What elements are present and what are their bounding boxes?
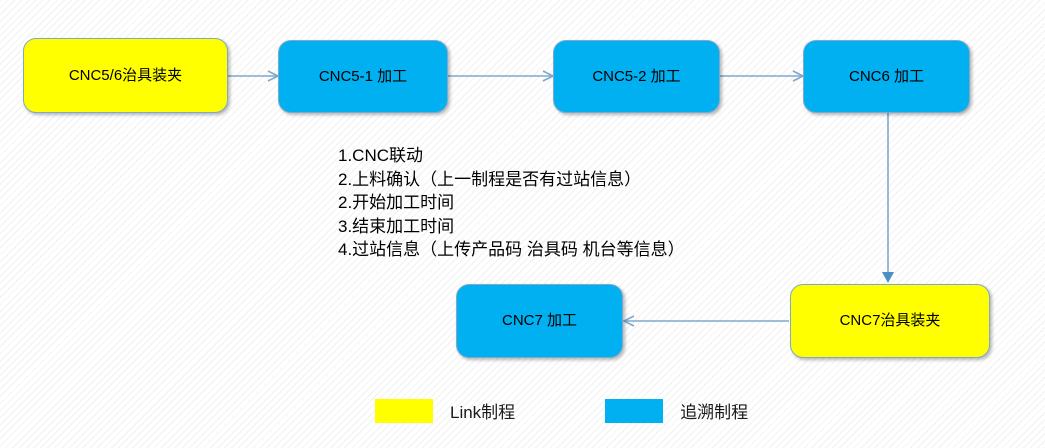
note-line-4: 3.结束加工时间 xyxy=(338,216,455,236)
edge-cnc5-1-to-cnc5-2 xyxy=(448,70,555,82)
note-line-2: 2.上料确认（上一制程是否有过站信息） xyxy=(338,169,642,189)
node-label: CNC7治具装夹 xyxy=(839,312,941,329)
legend: Link制程 追溯制程 xyxy=(375,398,748,423)
node-cnc6[interactable]: CNC6 加工 xyxy=(803,40,970,113)
edge-cnc6-to-fixture7 xyxy=(882,113,894,283)
node-label: CNC5-2 加工 xyxy=(592,67,681,85)
note-line-1: 1.CNC联动 xyxy=(338,146,424,165)
legend-label-trace: 追溯制程 xyxy=(680,403,749,422)
note-line-3: 2.开始加工时间 xyxy=(338,193,455,212)
node-cnc56-fixture[interactable]: CNC5/6治具装夹 xyxy=(23,38,228,113)
node-cnc5-1[interactable]: CNC5-1 加工 xyxy=(278,40,448,113)
legend-swatch-link xyxy=(375,398,433,423)
note-line-5: 4.过站信息（上传产品码 治具码 机台等信息） xyxy=(338,240,685,259)
node-cnc5-2[interactable]: CNC5-2 加工 xyxy=(553,40,720,113)
node-label: CNC5-1 加工 xyxy=(318,67,408,85)
edge-cnc5-2-to-cnc6 xyxy=(720,70,805,82)
node-label: CNC6 加工 xyxy=(848,67,924,85)
edge-fixture7-to-cnc7 xyxy=(622,315,789,327)
node-cnc7-fixture[interactable]: CNC7治具装夹 xyxy=(790,284,990,358)
legend-item-trace: 追溯制程 xyxy=(605,398,748,423)
process-notes-list: 1.CNC联动 2.上料确认（上一制程是否有过站信息） 2.开始加工时间 3.结… xyxy=(338,144,685,262)
node-label: CNC7 加工 xyxy=(501,312,577,329)
edge-fixture56-to-cnc5-1 xyxy=(228,70,280,82)
legend-swatch-trace xyxy=(605,398,664,423)
node-cnc7[interactable]: CNC7 加工 xyxy=(456,284,623,358)
legend-label-link: Link制程 xyxy=(450,403,516,422)
legend-item-link: Link制程 xyxy=(375,398,515,423)
node-label: CNC5/6治具装夹 xyxy=(68,66,183,84)
